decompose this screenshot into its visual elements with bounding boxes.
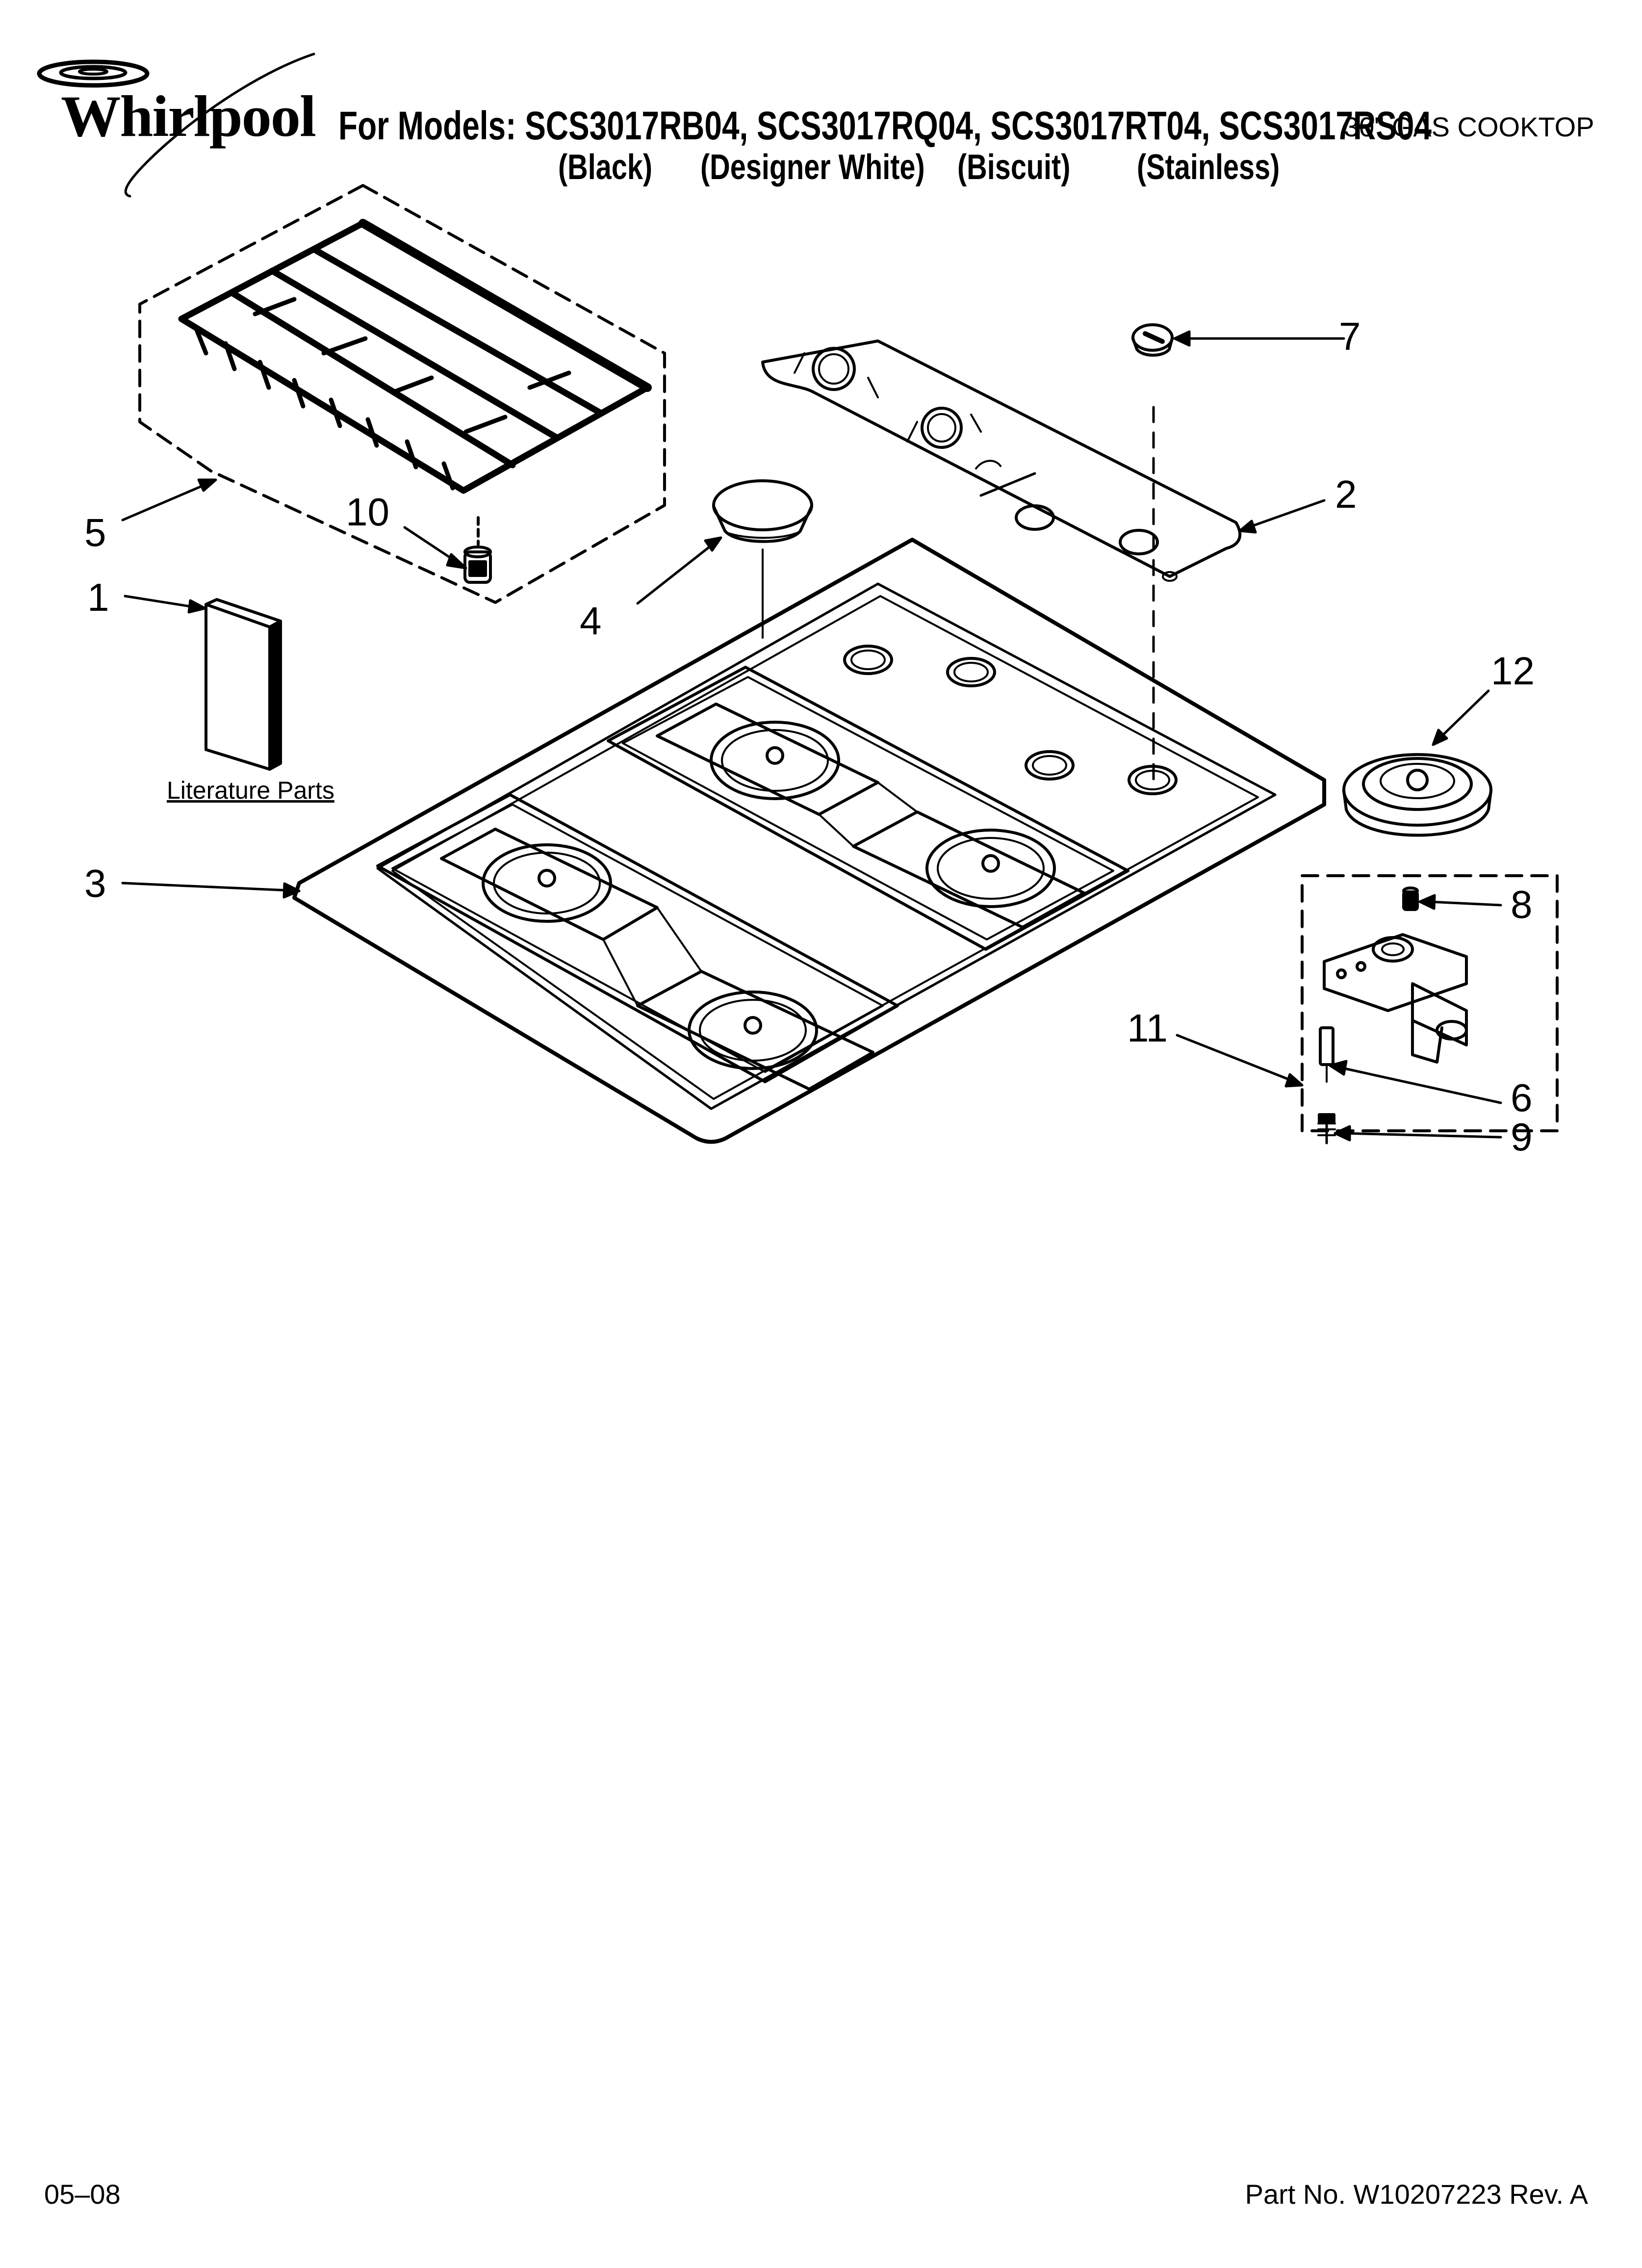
literature-parts-label: Literature Parts (167, 777, 334, 804)
callout-1: 1 (87, 575, 109, 619)
callout-7: 7 (1339, 314, 1361, 358)
product-type: 30" GAS COOKTOP (1344, 111, 1594, 142)
part-5-grate (138, 184, 666, 604)
part-7-knob (1131, 323, 1174, 791)
part-3-cooktop (292, 538, 1326, 1144)
color-label-stainless: (Stainless) (1137, 148, 1280, 187)
part-12-burner-base (1342, 753, 1492, 837)
models-heading: For Models: SCS3017RB04, SCS3017RQ04, SC… (338, 104, 1432, 148)
color-label-biscuit: (Biscuit) (957, 148, 1071, 187)
part-1-literature (205, 598, 282, 771)
brand-logo-text: Whirlpool (61, 83, 316, 149)
part-10-grate-foot (463, 516, 492, 584)
callout-10: 10 (346, 490, 389, 534)
callout-8: 8 (1511, 883, 1533, 926)
callout-2: 2 (1335, 472, 1357, 516)
part-4-burner-cap (712, 479, 813, 639)
leader-arrows (121, 330, 1502, 1142)
part-11-valve-assembly (1301, 874, 1559, 1145)
color-label-black: (Black) (558, 148, 653, 187)
callout-5: 5 (84, 511, 106, 554)
color-label-designer-white: (Designer White) (700, 148, 925, 187)
whirlpool-logo-icon (37, 52, 315, 198)
footer-date: 05–08 (44, 2179, 121, 2210)
footer-part-number: Part No. W10207223 Rev. A (1245, 2179, 1588, 2210)
part-2-control-panel (761, 339, 1242, 582)
callout-6: 6 (1511, 1076, 1533, 1120)
callout-4: 4 (580, 599, 602, 643)
callout-11: 11 (1127, 1006, 1168, 1050)
callout-12: 12 (1491, 649, 1535, 693)
callout-3: 3 (84, 861, 106, 905)
callout-9: 9 (1511, 1115, 1533, 1159)
